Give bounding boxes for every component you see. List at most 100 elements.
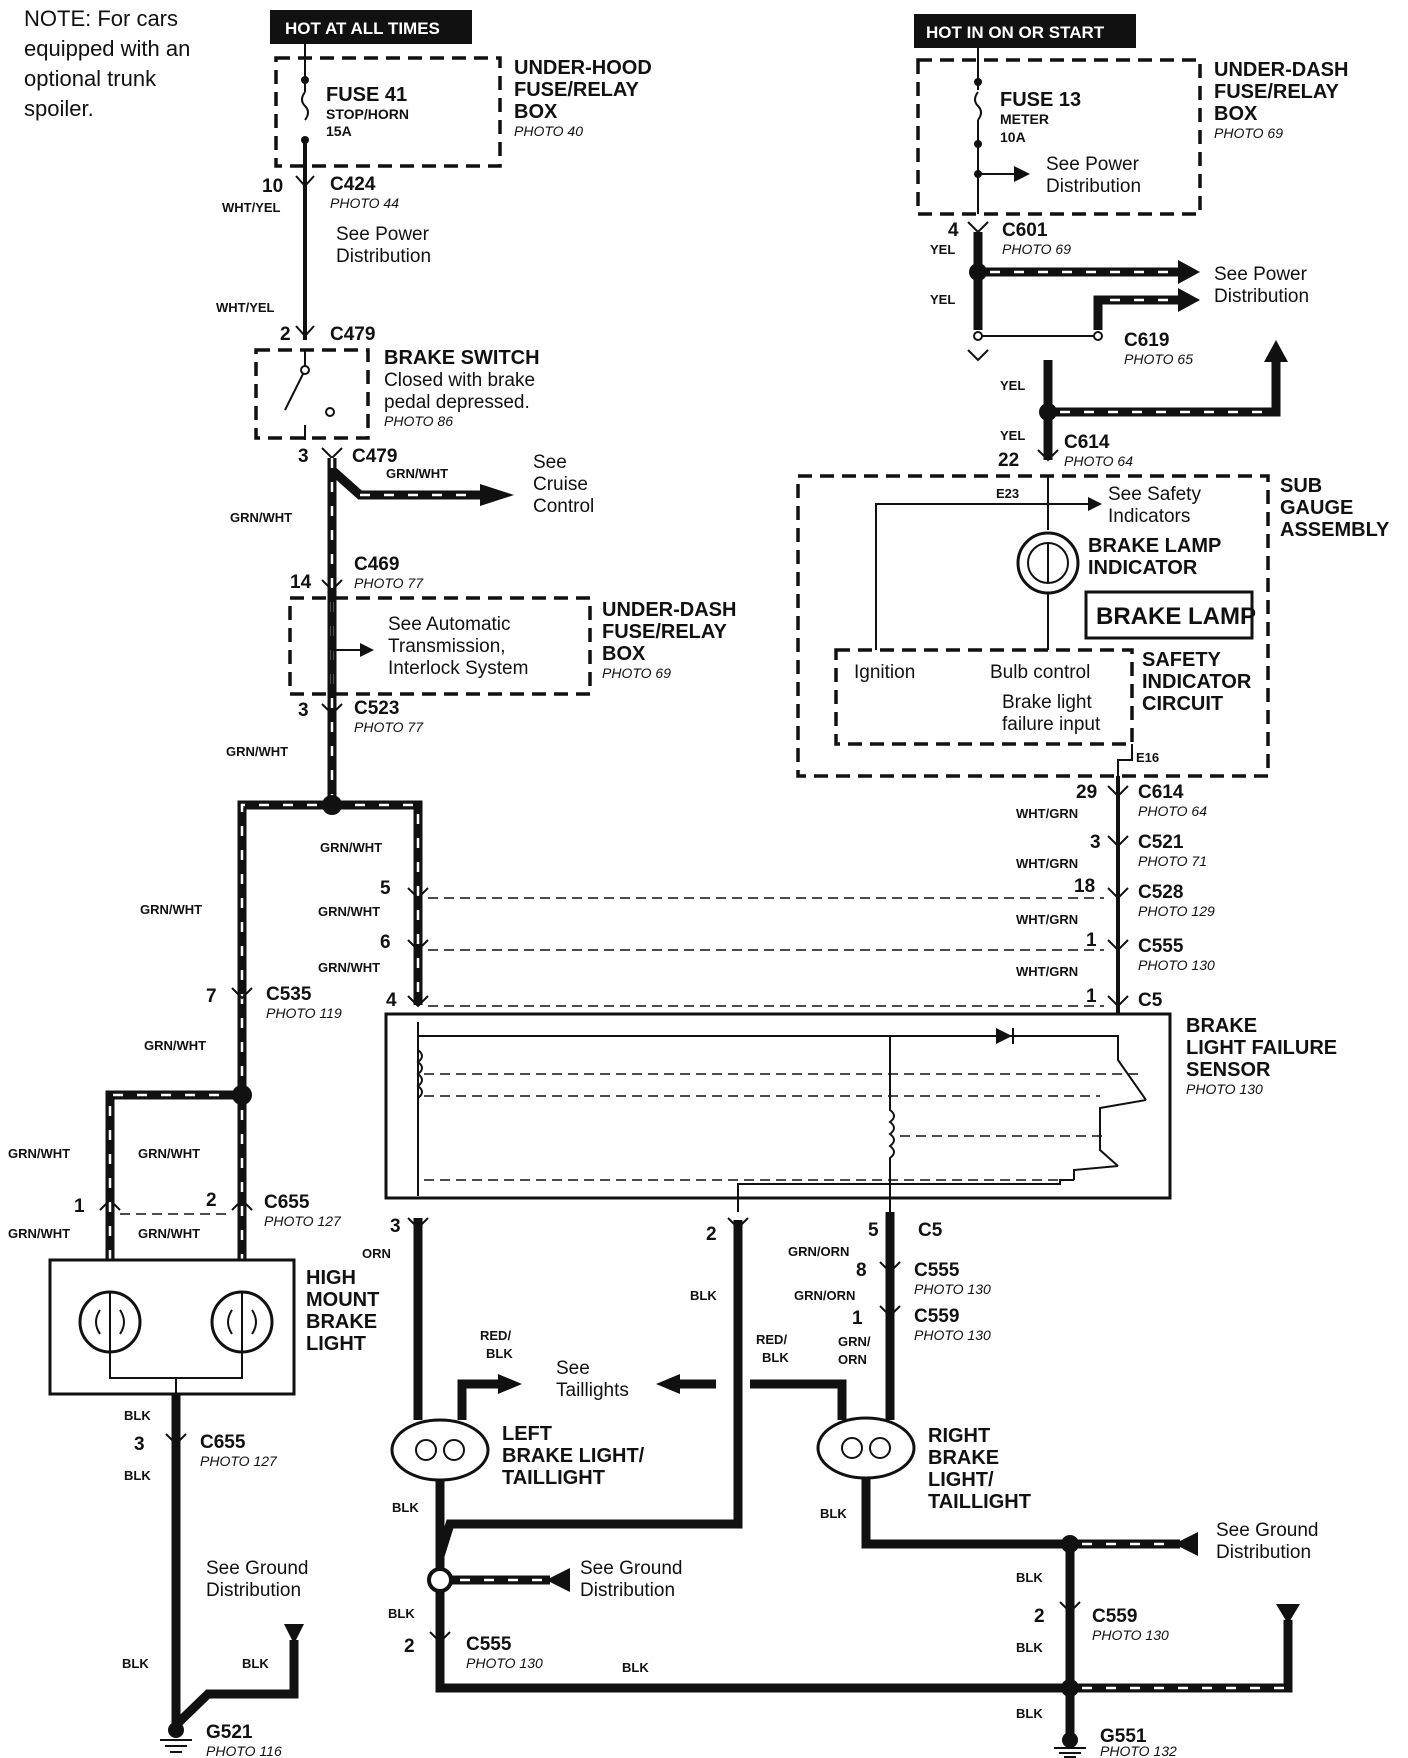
wire-color-label: GRN/WHT bbox=[140, 902, 202, 917]
c528-pin: 18 bbox=[1074, 876, 1095, 897]
see-power-3: See Power bbox=[1214, 264, 1308, 285]
wire-color-label: WHT/GRN bbox=[1016, 964, 1078, 979]
safety-label: SAFETY bbox=[1142, 649, 1222, 671]
c424-photo: PHOTO 44 bbox=[330, 195, 399, 211]
c555a-name: C555 bbox=[1138, 936, 1184, 957]
sensor-internal-circuit bbox=[416, 1022, 1147, 1212]
c535-name: C535 bbox=[266, 984, 312, 1005]
g551-photo: PHOTO 132 bbox=[1100, 1743, 1177, 1758]
lamp-pin: 1 bbox=[74, 1196, 85, 1217]
see-cruise: Cruise bbox=[533, 474, 588, 495]
hot-all-times-bg bbox=[270, 10, 472, 44]
wire-color-label: WHT/GRN bbox=[1016, 806, 1078, 821]
bulb-control-label: Bulb control bbox=[990, 662, 1090, 683]
c619-photo: PHOTO 65 bbox=[1124, 351, 1193, 367]
left-light-label: TAILLIGHT bbox=[502, 1467, 605, 1489]
connector-c559a-symbol bbox=[879, 1305, 901, 1318]
c559b-photo: PHOTO 130 bbox=[1092, 1627, 1169, 1643]
wire-color-label: GRN/WHT bbox=[230, 510, 292, 525]
hot-all-times-label: HOT AT ALL TIMES bbox=[285, 19, 440, 38]
c619-node bbox=[973, 331, 983, 341]
wire-color-label: GRN/WHT bbox=[138, 1146, 200, 1161]
brake-switch-desc: pedal depressed. bbox=[384, 392, 530, 413]
c469-pin: 14 bbox=[290, 572, 312, 593]
see-ground-2: Distribution bbox=[580, 1580, 675, 1601]
c614a-photo: PHOTO 64 bbox=[1064, 453, 1133, 469]
arrow-ground-icon bbox=[284, 1624, 304, 1644]
c555c-name: C555 bbox=[466, 1634, 512, 1655]
c614a-name: C614 bbox=[1064, 432, 1110, 453]
underhood-label: UNDER-HOOD bbox=[514, 57, 652, 79]
sensor-label: LIGHT FAILURE bbox=[1186, 1037, 1337, 1059]
c469-name: C469 bbox=[354, 554, 399, 575]
safety-label: CIRCUIT bbox=[1142, 693, 1223, 715]
wire-color-label: ORN bbox=[362, 1246, 391, 1261]
right-light-label: TAILLIGHT bbox=[928, 1491, 1031, 1513]
brake-switch-node bbox=[325, 407, 335, 417]
see-ground-2: See Ground bbox=[580, 1558, 682, 1579]
c559a-pin: 1 bbox=[852, 1308, 863, 1329]
connector-c469-symbol bbox=[321, 579, 343, 592]
c655b-photo: PHOTO 127 bbox=[200, 1453, 278, 1469]
c5a-name: C5 bbox=[1138, 990, 1163, 1011]
connector-symbol bbox=[407, 995, 429, 1008]
see-taillights: See bbox=[556, 1358, 590, 1379]
fuse13-symbol bbox=[974, 91, 982, 121]
wire-color-label: BLK bbox=[1016, 1706, 1043, 1721]
underhood-label: BOX bbox=[514, 101, 558, 123]
brake-switch-photo: PHOTO 86 bbox=[384, 413, 453, 429]
failure-input-label: failure input bbox=[1002, 714, 1101, 735]
underdash-mid-label: FUSE/RELAY bbox=[602, 621, 728, 643]
sensor-label: BRAKE bbox=[1186, 1015, 1257, 1037]
wire-red-blk-right bbox=[750, 1379, 847, 1420]
wire-color-label: RED/ bbox=[756, 1332, 787, 1347]
arrow-icon bbox=[360, 643, 374, 657]
c559b-pin: 2 bbox=[1034, 1606, 1045, 1627]
wire-color-label: WHT/GRN bbox=[1016, 912, 1078, 927]
underdash-mid-label: UNDER-DASH bbox=[602, 599, 736, 621]
see-power-1: See Power bbox=[336, 224, 430, 245]
fuse41-amp: 15A bbox=[326, 123, 352, 139]
high-mount-label: HIGH bbox=[306, 1267, 356, 1289]
fuse41-symbol bbox=[301, 91, 309, 121]
c655b-pin: 3 bbox=[134, 1434, 145, 1455]
fuse13-amp: 10A bbox=[1000, 129, 1026, 145]
see-ground-3: See Ground bbox=[1216, 1520, 1318, 1541]
wire-color-label: BLK bbox=[486, 1346, 513, 1361]
ignition-wire bbox=[875, 503, 1048, 650]
see-power-3: Distribution bbox=[1214, 286, 1309, 307]
c555b-photo: PHOTO 130 bbox=[914, 1281, 991, 1297]
wire-color-label: RED/ bbox=[480, 1328, 511, 1343]
connector-c559b-symbol bbox=[1059, 1601, 1081, 1614]
wire-color-label: GRN/WHT bbox=[320, 840, 382, 855]
connector-c655b-symbol bbox=[165, 1433, 187, 1446]
brake-switch-desc: Closed with brake bbox=[384, 370, 535, 391]
c555b-pin: 8 bbox=[856, 1260, 867, 1281]
c559b-name: C559 bbox=[1092, 1606, 1137, 1627]
wire-color-label: YEL bbox=[930, 292, 955, 307]
underdash-top-label: UNDER-DASH bbox=[1214, 59, 1348, 81]
left-brake-light-icon bbox=[390, 1418, 490, 1482]
arrow-cruise-icon bbox=[480, 484, 514, 506]
connector-c479-symbol bbox=[295, 325, 315, 338]
brake-lamp-ind-label: INDICATOR bbox=[1088, 557, 1198, 579]
fuse13-node bbox=[974, 78, 982, 86]
brake-lamp-indicator-bulb-icon bbox=[1016, 531, 1080, 595]
high-mount-label: MOUNT bbox=[306, 1289, 379, 1311]
wire-color-label: GRN/WHT bbox=[318, 904, 380, 919]
c619-name: C619 bbox=[1124, 330, 1169, 351]
c655b-name: C655 bbox=[200, 1432, 246, 1453]
high-mount-return bbox=[109, 1352, 243, 1394]
connector-c601-symbol bbox=[967, 221, 989, 234]
c521-photo: PHOTO 71 bbox=[1138, 853, 1207, 869]
sensor-pin: 3 bbox=[390, 1216, 401, 1237]
c523-name: C523 bbox=[354, 698, 399, 719]
brake-switch-contact bbox=[284, 350, 306, 440]
wire-blk-ground-up bbox=[1070, 1620, 1293, 1693]
sensor-pin: 4 bbox=[386, 990, 397, 1011]
arrow-up-icon bbox=[1264, 340, 1288, 362]
right-light-label: RIGHT bbox=[928, 1425, 990, 1447]
c424-name: C424 bbox=[330, 174, 376, 195]
